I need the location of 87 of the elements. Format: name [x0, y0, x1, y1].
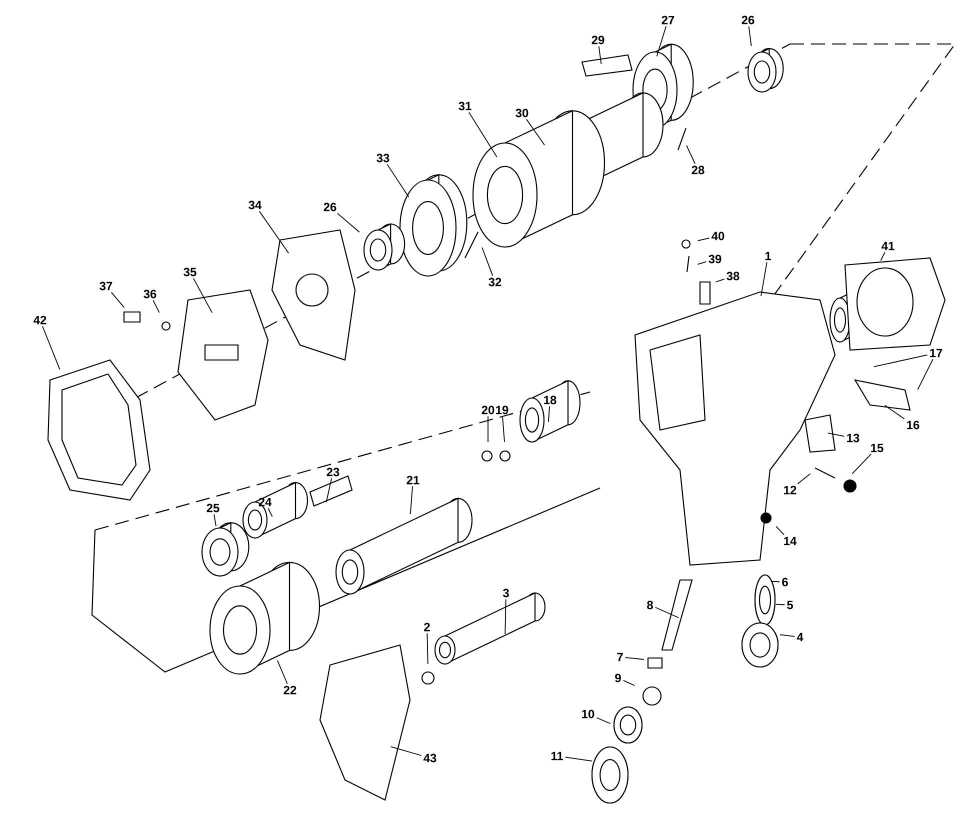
leader-line [42, 326, 60, 370]
callout-number: 4 [796, 632, 804, 642]
leader-line [410, 486, 413, 514]
callout-number: 10 [582, 710, 594, 718]
callout-number: 26 [742, 16, 754, 24]
callout-number: 6 [782, 578, 788, 586]
callout-number: 13 [847, 434, 860, 442]
callout-number: 37 [100, 282, 112, 290]
leader-line [776, 526, 785, 536]
callout-number: 7 [617, 652, 623, 662]
leader-line [873, 354, 928, 368]
leader-line [656, 26, 667, 57]
callout-number: 25 [206, 504, 220, 512]
callout-number: 12 [784, 486, 796, 494]
leader-line [526, 118, 546, 146]
leader-line [770, 580, 780, 582]
callout-number: 32 [488, 278, 502, 286]
callout-number: 5 [787, 600, 793, 610]
callout-number: 1 [765, 252, 771, 260]
callout-number: 2 [424, 622, 430, 632]
callout-number: 3 [502, 588, 509, 598]
callout-number: 39 [708, 254, 722, 264]
callout-number: 17 [930, 348, 942, 358]
leader-line [748, 26, 752, 46]
callout-number: 15 [871, 444, 884, 452]
leader-line [502, 416, 505, 442]
callout-number: 33 [376, 154, 390, 162]
leader-line [686, 144, 696, 164]
callout-number: 43 [424, 754, 436, 762]
leader-line [268, 508, 273, 518]
callout-number: 19 [496, 406, 508, 414]
callout-number: 8 [647, 600, 653, 610]
leader-line [776, 604, 786, 606]
leader-line [390, 746, 422, 756]
leader-line [336, 212, 360, 233]
leader-line [596, 717, 611, 724]
leader-line [386, 164, 410, 198]
leader-line [214, 514, 216, 527]
callout-number: 27 [662, 16, 674, 24]
callout-number: 22 [284, 686, 296, 694]
leader-line [654, 606, 679, 618]
callout-number: 16 [907, 420, 920, 430]
leader-line [426, 632, 428, 664]
leader-line [504, 598, 506, 634]
callout-number: 28 [692, 166, 704, 174]
callout-number: 36 [144, 290, 156, 298]
callout-number: 20 [482, 406, 494, 414]
callout-number: 42 [34, 316, 46, 324]
leader-line [852, 454, 872, 474]
leader-line [697, 238, 710, 242]
leader-line [917, 358, 934, 390]
callout-number: 14 [784, 536, 797, 546]
leader-line [152, 300, 160, 314]
leader-line [548, 406, 550, 422]
leader-line [884, 404, 905, 420]
leader-line [760, 262, 768, 297]
callout-number: 9 [615, 674, 621, 682]
leader-line [598, 46, 602, 65]
callout-number: 34 [248, 200, 262, 210]
callout-number: 38 [726, 272, 740, 280]
leader-line [276, 660, 288, 684]
callout-number: 29 [592, 36, 604, 44]
callout-number: 41 [882, 242, 894, 250]
leader-line [258, 210, 290, 254]
leader-line [564, 756, 593, 762]
leader-line [622, 680, 635, 686]
leader-line [697, 261, 707, 265]
leader-line [780, 634, 796, 637]
leader-line [326, 478, 332, 503]
callout-number: 31 [458, 102, 472, 110]
callout-number: 30 [516, 108, 528, 118]
leader-line [715, 278, 725, 282]
callout-number: 35 [184, 268, 196, 276]
leader-line [110, 292, 125, 308]
callout-number: 23 [326, 468, 340, 476]
leader-line [880, 252, 886, 262]
leader-line [192, 278, 213, 314]
leader-line [624, 657, 644, 660]
leader-line [482, 247, 494, 276]
callout-number: 11 [551, 752, 563, 760]
leader-line [827, 432, 845, 437]
leader-line [468, 112, 498, 158]
callout-number: 21 [406, 476, 420, 484]
callout-number: 18 [544, 396, 556, 404]
callout-number: 40 [712, 232, 724, 240]
leader-line [797, 473, 811, 484]
callout-number: 26 [324, 202, 336, 212]
